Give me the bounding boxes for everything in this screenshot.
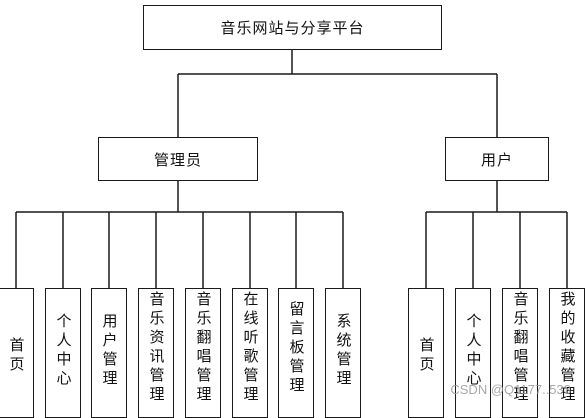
admin-child-listen: 在线听歌管理	[232, 288, 268, 418]
admin-child-guestbook: 留言板管理	[278, 288, 314, 418]
user-child-profile-label: 个人中心	[464, 313, 483, 389]
admin-child-covers: 音乐翻唱管理	[185, 288, 221, 418]
admin-child-users-label: 用户管理	[100, 313, 119, 389]
admin-child-system-label: 系统管理	[334, 313, 353, 389]
user-child-home-label: 首页	[417, 337, 436, 375]
admin-child-home: 首页	[0, 288, 34, 418]
admin-child-profile: 个人中心	[45, 288, 81, 418]
admin-child-music-news-label: 音乐资讯管理	[147, 291, 166, 405]
user-node-label: 用户	[480, 150, 513, 169]
user-child-home: 首页	[408, 288, 444, 418]
admin-child-covers-label: 音乐翻唱管理	[194, 291, 213, 405]
admin-node-label: 管理员	[153, 150, 202, 169]
admin-child-guestbook-label: 留言板管理	[287, 301, 306, 396]
watermark: CSDN @Q1177..533	[450, 382, 571, 397]
admin-child-music-news: 音乐资讯管理	[138, 288, 174, 418]
admin-child-profile-label: 个人中心	[54, 313, 73, 389]
user-child-covers-label: 音乐翻唱管理	[511, 291, 530, 405]
admin-child-system: 系统管理	[325, 288, 361, 418]
user-child-covers: 音乐翻唱管理	[502, 288, 538, 418]
admin-node: 管理员	[98, 137, 258, 181]
user-child-favorites-label: 我的收藏管理	[558, 291, 577, 405]
connector-lines	[15, 50, 568, 288]
user-child-favorites: 我的收藏管理	[549, 288, 585, 418]
root-node-label: 音乐网站与分享平台	[220, 19, 365, 37]
user-child-profile: 个人中心	[455, 288, 491, 418]
admin-child-users: 用户管理	[91, 288, 127, 418]
user-node: 用户	[445, 137, 549, 181]
admin-child-listen-label: 在线听歌管理	[241, 291, 260, 405]
admin-child-home-label: 首页	[7, 337, 26, 375]
root-node: 音乐网站与分享平台	[143, 5, 442, 50]
org-chart: 音乐网站与分享平台 管理员 用户 首页 个人中心 用户管理 音乐资讯管理 音乐翻…	[0, 5, 585, 418]
